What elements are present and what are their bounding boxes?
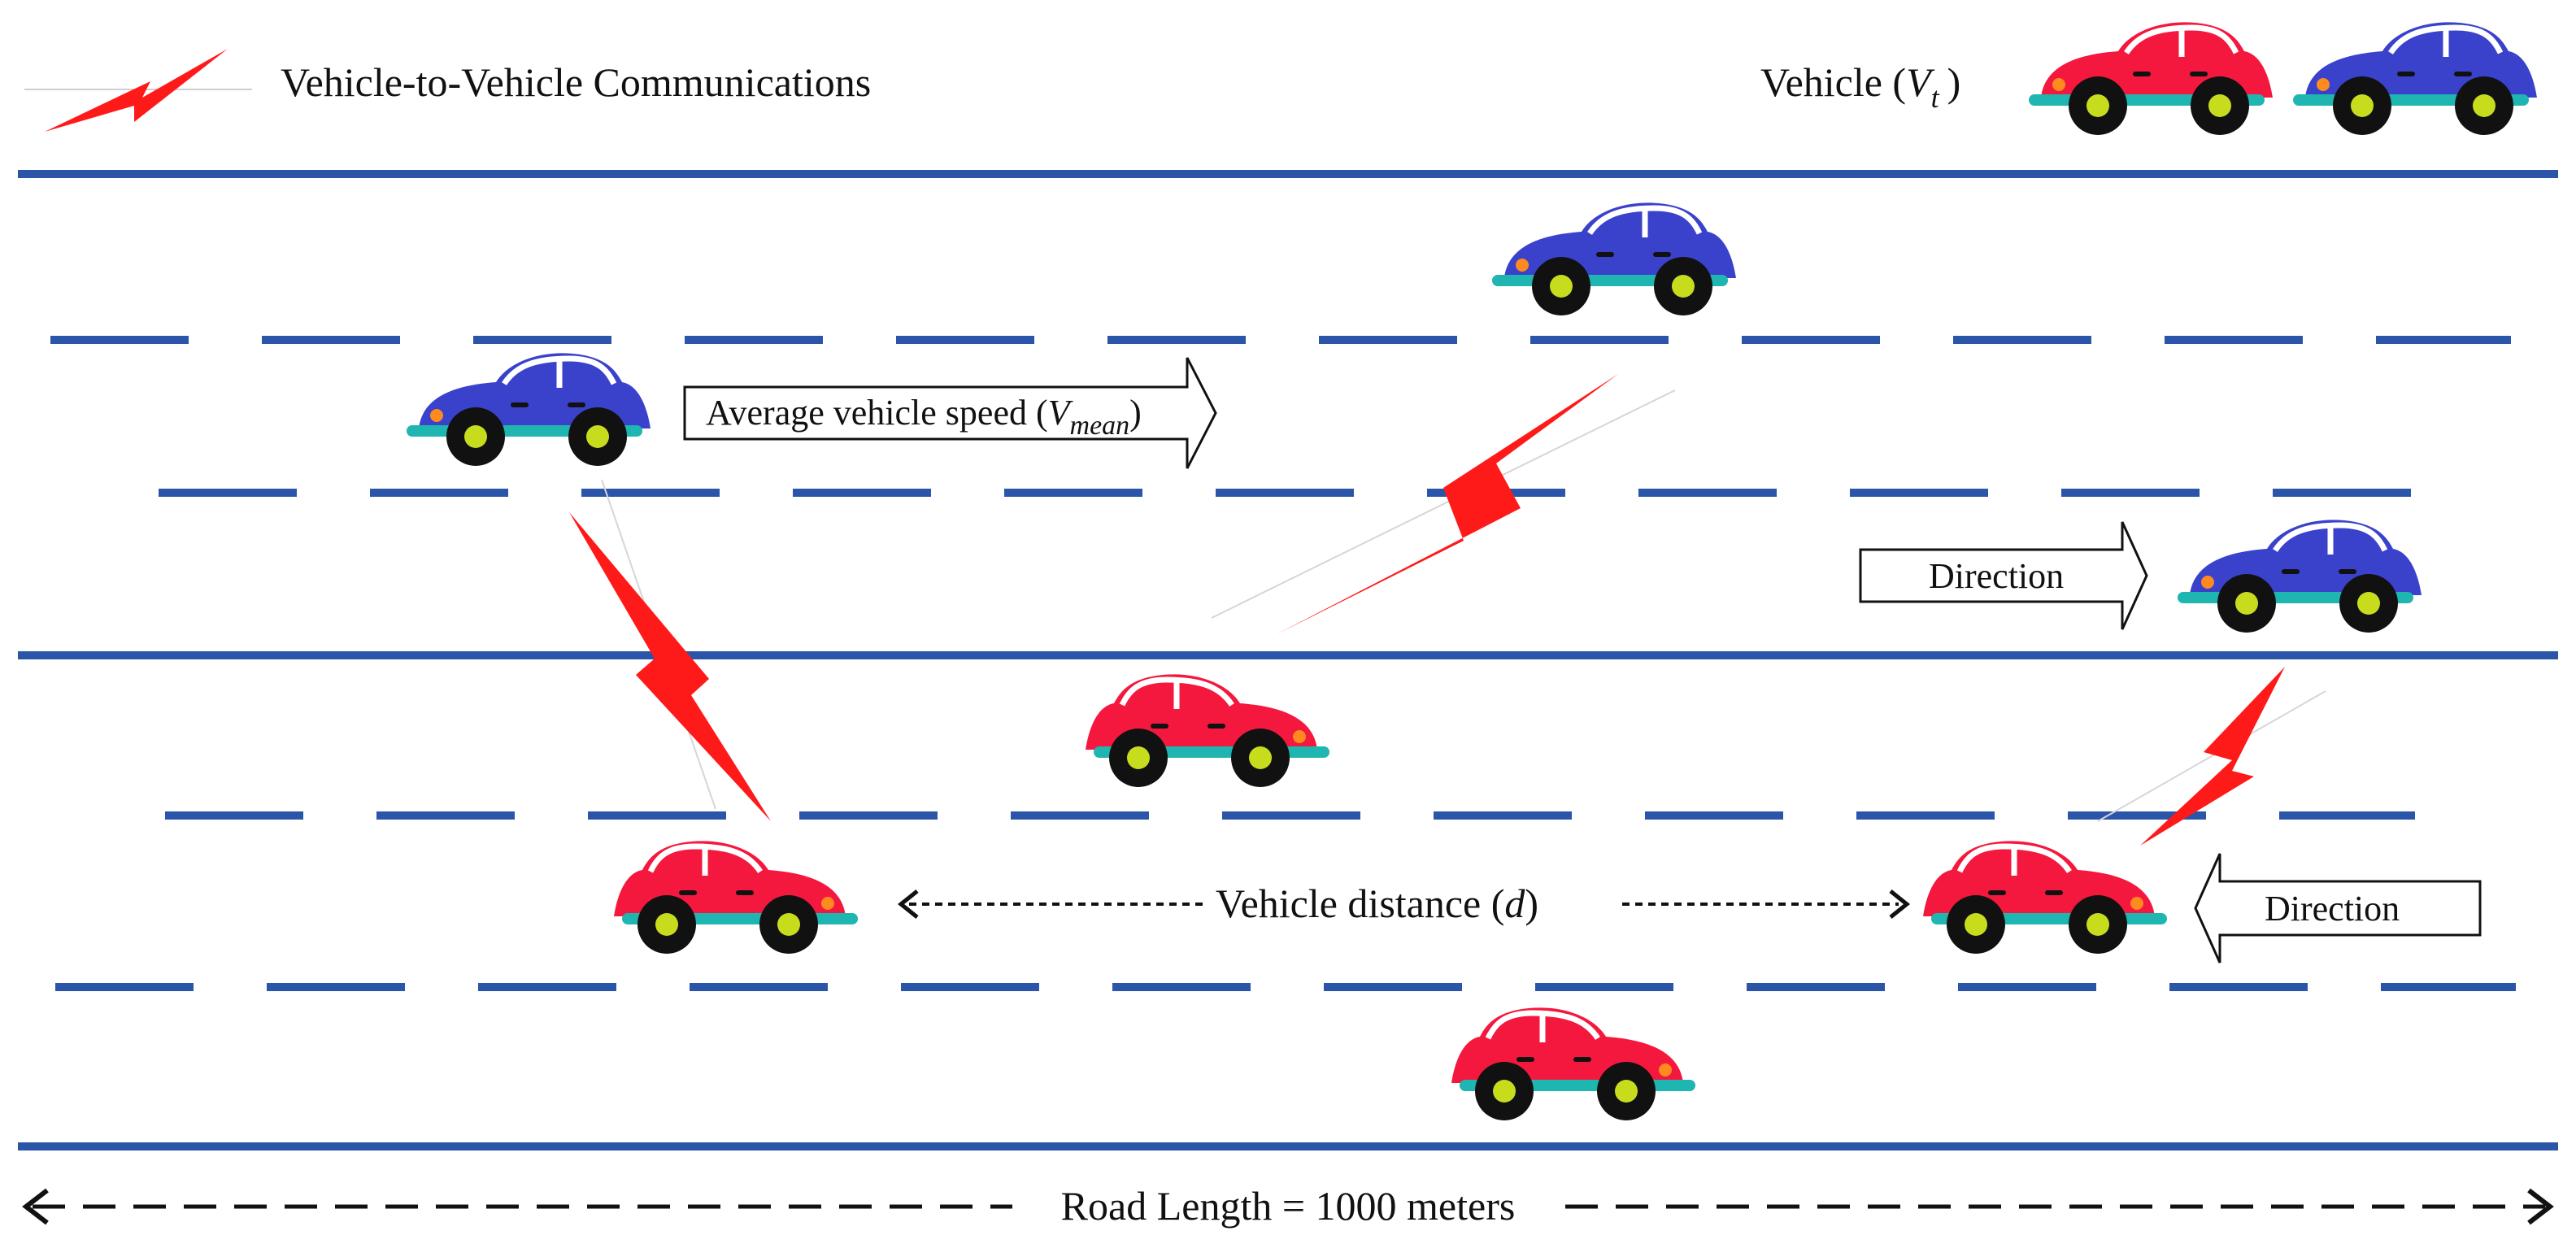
direction-arrow-right: Direction [1859, 521, 2148, 630]
block-arrow-icon-direction-right [1859, 521, 2148, 630]
lightning-bolt-icon-left [569, 512, 771, 821]
distance-arrowhead-left [897, 890, 919, 919]
link-lines [601, 389, 2326, 822]
road-length: Road Length = 1000 meters [22, 1183, 2554, 1229]
car-icon-blue-lane3 [2178, 520, 2422, 633]
vehicle-distance: Vehicle distance (d) [897, 881, 1911, 926]
legend-vehicle-close: ) [1947, 59, 1961, 105]
average-speed-label: Average vehicle speed (Vmean) [706, 393, 1142, 441]
legend-lightning-bolt-icon [45, 49, 228, 132]
vehicle-distance-close: ) [1525, 881, 1538, 926]
legend-vehicle-label: Vehicle (Vt) [1760, 59, 1960, 114]
direction-left-label: Direction [2265, 889, 2400, 929]
legend-car-icon-blue [2293, 22, 2537, 135]
average-speed-close: ) [1129, 393, 1142, 433]
lane-markings [50, 336, 2516, 991]
legend-vehicle-symbol: V [1906, 59, 1935, 105]
lightning-bolt-icon-center [1277, 374, 1618, 634]
car-icon-blue-lane2 [407, 353, 651, 466]
legend-v2v-label: Vehicle-to-Vehicle Communications [281, 59, 871, 105]
road-length-arrowhead-right [2527, 1188, 2554, 1225]
block-arrow-icon-direction-left [2194, 853, 2482, 963]
legend-vehicle-subscript: t [1931, 81, 1940, 114]
distance-arrowhead-right [1889, 890, 1911, 919]
link-line-right [2097, 690, 2326, 822]
direction-arrow-left: Direction [2194, 853, 2482, 963]
car-icon-red-lane5-right [1923, 841, 2167, 954]
lightning-bolt-icon-right [2140, 667, 2285, 846]
v2v-links [569, 374, 2285, 846]
legend-car-icon-red [2029, 22, 2273, 135]
average-speed-symbol: V [1048, 393, 1074, 433]
road-length-label: Road Length = 1000 meters [1061, 1183, 1516, 1229]
direction-right-label: Direction [1929, 556, 2064, 596]
legend-vehicle-text: Vehicle ( [1760, 59, 1906, 105]
road-length-arrowhead-left [22, 1188, 49, 1225]
block-arrow-icon-speed [683, 357, 1217, 469]
average-speed-text: Average vehicle speed ( [706, 393, 1048, 433]
car-icon-red-lane5-left [614, 841, 858, 954]
vehicle-distance-symbol: d [1504, 881, 1525, 926]
vehicle-distance-text: Vehicle distance ( [1216, 881, 1504, 926]
legend: Vehicle-to-Vehicle Communications Vehicl… [24, 22, 2537, 135]
average-speed-arrow: Average vehicle speed (Vmean) [683, 357, 1217, 469]
car-icon-red-lane6 [1451, 1007, 1695, 1120]
road-boundaries [18, 170, 2558, 1150]
car-icon-red-lane4 [1086, 674, 1329, 787]
average-speed-subscript: mean [1070, 411, 1130, 441]
car-icon-blue-lane1 [1492, 202, 1736, 315]
link-line-center [1211, 389, 1676, 619]
vehicle-distance-label: Vehicle distance (d) [1216, 881, 1538, 926]
